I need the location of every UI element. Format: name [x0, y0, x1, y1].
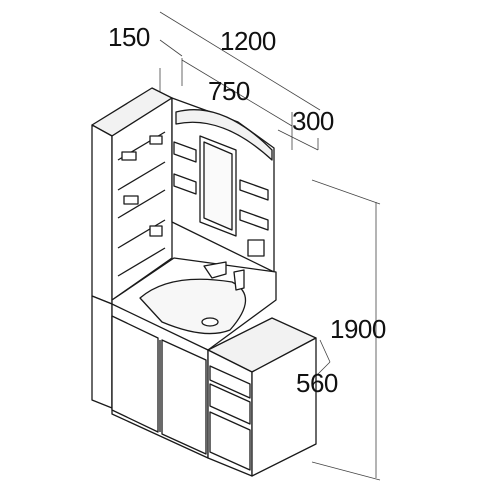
mirror-right-shelf-1 — [239, 179, 269, 201]
dim-label-750: 750 — [208, 76, 250, 106]
dim-label-150: 150 — [108, 22, 150, 52]
side-shelf-2 — [117, 161, 166, 191]
base-side — [91, 295, 113, 409]
mirror-light-hood — [175, 109, 273, 161]
dim-label-1900: 1900 — [330, 314, 386, 344]
drawer-2 — [209, 383, 251, 425]
outlet-box — [247, 239, 265, 257]
drawer-3 — [209, 411, 251, 471]
side-shelf-4 — [117, 219, 166, 249]
dim-line-300 — [277, 129, 319, 151]
side-shelf-item-1 — [121, 151, 137, 161]
base-door-left — [111, 315, 159, 433]
dim-line-150 — [159, 39, 183, 57]
side-shelf-item-2 — [149, 135, 163, 145]
side-cabinet-front — [111, 97, 173, 301]
dim-extension-1900-top — [311, 179, 381, 205]
faucet-spout — [203, 261, 227, 279]
dim-label-560: 560 — [296, 368, 338, 398]
side-shelf-3 — [117, 189, 166, 219]
tall-side-cabinet — [91, 87, 173, 305]
side-shelf-item-3 — [123, 195, 139, 205]
mirror-right-shelf-2 — [239, 209, 269, 231]
drawer-unit — [207, 317, 317, 477]
side-shelf-5 — [117, 247, 166, 277]
dim-label-1200: 1200 — [220, 26, 276, 56]
sink-basin — [139, 278, 247, 335]
mirror-cabinet — [171, 97, 275, 273]
sink-drain — [201, 317, 219, 327]
side-cabinet-side — [91, 124, 113, 305]
dim-extension-560 — [319, 339, 331, 363]
dim-label-300: 300 — [292, 106, 334, 136]
side-shelf-item-4 — [149, 225, 163, 237]
mirror-glass — [203, 141, 233, 231]
base-cabinet — [91, 295, 209, 459]
drawer-1 — [209, 365, 251, 399]
dim-extension-1900-bottom — [311, 461, 381, 481]
faucet-handle — [233, 269, 245, 291]
drawer-unit-side — [251, 337, 317, 477]
mirror-left-shelf-1 — [173, 141, 197, 163]
dim-line-750 — [181, 59, 293, 127]
mirror-left-shelf-2 — [173, 173, 197, 195]
base-door-right — [161, 339, 207, 455]
dim-line-1200 — [159, 11, 321, 111]
vanity-counter — [111, 257, 277, 351]
